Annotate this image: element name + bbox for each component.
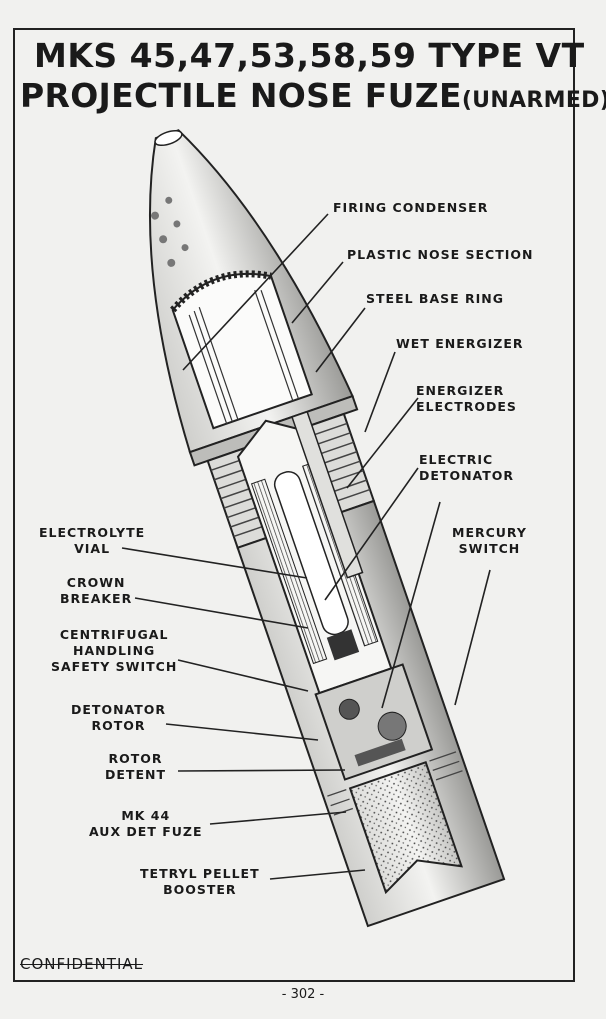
title-unarmed: (UNARMED) [461,88,606,113]
confidential-stamp: CONFIDENTIAL [20,955,144,973]
label-tetryl-pellet-booster: TETRYL PELLET BOOSTER [140,866,260,897]
label-steel-base-ring: STEEL BASE RING [366,291,505,306]
label-firing-condenser: FIRING CONDENSER [333,200,489,215]
leader-lines [121,213,491,880]
title-line-2: PROJECTILE NOSE FUZE(UNARMED) [20,76,606,115]
label-centrifugal-handling-safety-switch: CENTRIFUGAL HANDLING SAFETY SWITCH [51,627,178,674]
label-plastic-nose-section: PLASTIC NOSE SECTION [347,247,534,262]
label-crown-breaker: CROWN BREAKER [60,575,133,606]
fuze-body [148,129,506,928]
label-detonator-rotor: DETONATOR ROTOR [71,702,167,733]
label-energizer-electrodes: ENERGIZER ELECTRODES [416,383,517,414]
title-line-1: MKS 45,47,53,58,59 TYPE VT [34,36,585,75]
label-electrolyte-vial: ELECTROLYTE VIAL [39,525,146,556]
label-mercury-switch: MERCURY SWITCH [452,525,527,556]
label-mk44-aux-det-fuze: MK 44 AUX DET FUZE [89,808,203,839]
label-electric-detonator: ELECTRIC DETONATOR [419,452,515,483]
label-rotor-detent: ROTOR DETENT [105,751,166,782]
page-border [13,28,575,982]
title-main: PROJECTILE NOSE FUZE [20,76,462,115]
label-wet-energizer: WET ENERGIZER [396,336,524,351]
page-number: - 302 - [281,987,325,1002]
